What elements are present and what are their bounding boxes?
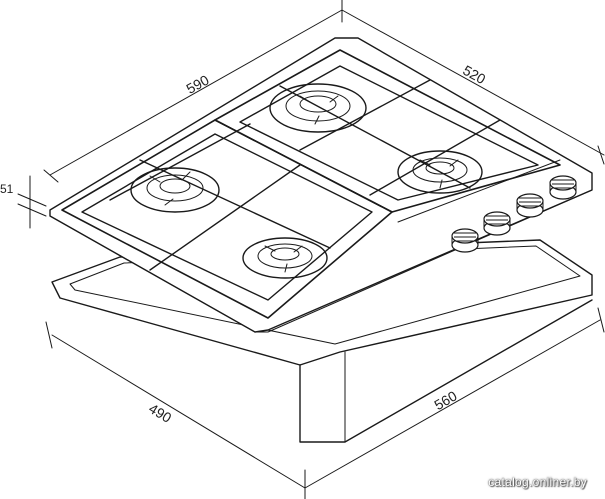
dim-490-ext-left <box>45 321 53 349</box>
dim-590-label: 590 <box>183 71 211 96</box>
dim-490-label: 490 <box>146 400 174 426</box>
grate-right-bar-2 <box>299 79 431 151</box>
dim-560-line <box>304 319 601 489</box>
knob-3[interactable] <box>516 193 544 218</box>
top-plate-front-edge <box>49 189 593 333</box>
burner-left-medium <box>130 167 220 213</box>
dim-560-label: 560 <box>431 387 459 413</box>
knob-4[interactable] <box>549 175 577 200</box>
grate-right-frame <box>214 49 561 213</box>
grate-left-inner <box>81 133 373 301</box>
watermark-text: catalog.onliner.by <box>488 475 587 489</box>
dim-590-line <box>49 9 343 176</box>
control-strip-divider <box>397 159 561 223</box>
grate-left-bar-3 <box>109 123 251 201</box>
grate-right-bar-1 <box>279 85 471 189</box>
dimension-lines <box>17 0 605 499</box>
pan-supports <box>61 49 561 319</box>
grate-right-bar-3 <box>369 119 501 196</box>
grate-right-inner <box>239 65 539 201</box>
control-knobs <box>451 175 577 253</box>
grate-fingers <box>149 95 459 273</box>
dim-51-label: 51 <box>0 182 14 196</box>
dim-520-line <box>341 9 605 156</box>
cutout-box-front-face <box>299 299 593 443</box>
dim-590-ext-left <box>43 169 59 183</box>
knob-1[interactable] <box>451 228 479 253</box>
dim-490-line <box>51 334 306 489</box>
cutout-box-inner-rim <box>69 245 581 345</box>
knob-2[interactable] <box>483 211 511 236</box>
grate-left-bar-2 <box>149 164 301 271</box>
grate-left-bar-1 <box>139 159 331 249</box>
dim-520-label: 520 <box>460 62 488 87</box>
dim-520-ext-right <box>597 145 605 165</box>
dim-51-tick-bottom <box>17 203 47 217</box>
dim-560-ext-right <box>597 307 605 333</box>
dim-51-tick-top <box>17 193 47 207</box>
